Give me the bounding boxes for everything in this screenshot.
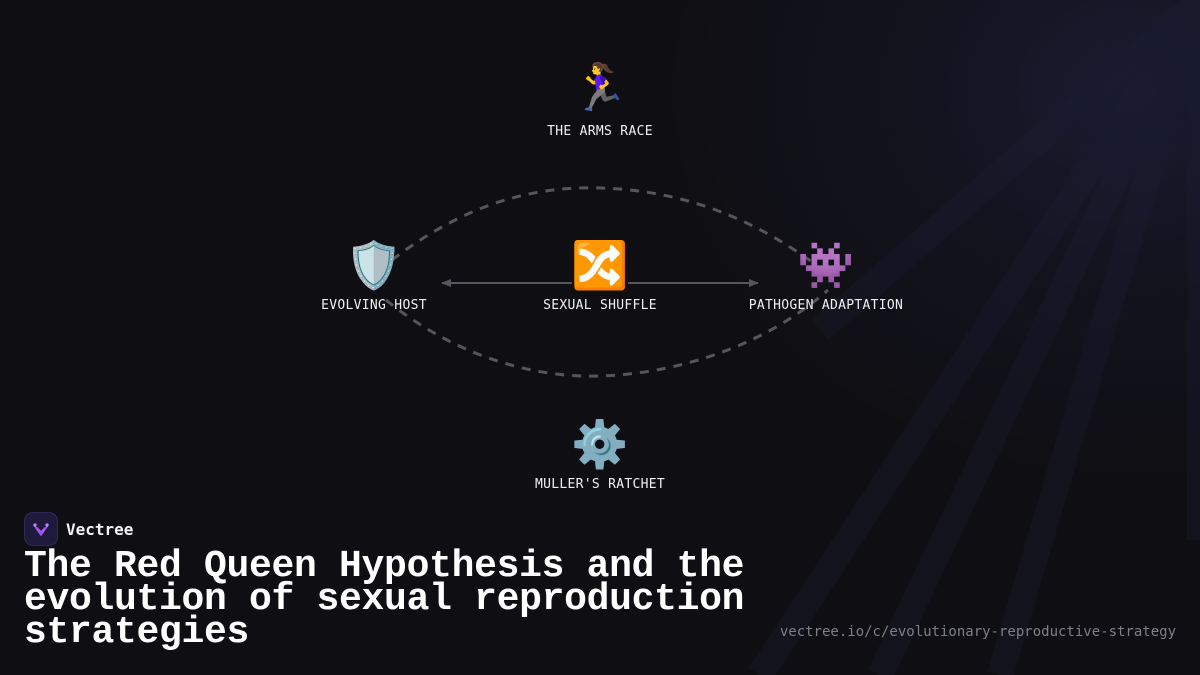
node-arms-race: 🏃‍♀️ THE ARMS RACE <box>480 58 720 139</box>
node-sexual-shuffle-label: SEXUAL SHUFFLE <box>543 298 657 313</box>
vectree-logo-icon <box>24 512 58 546</box>
source-url: vectree.io/c/evolutionary-reproductive-s… <box>779 624 1176 640</box>
alien-monster-icon: 👾 <box>797 238 855 292</box>
brand-name: Vectree <box>66 519 134 539</box>
shield-icon: 🛡️ <box>345 238 403 292</box>
running-woman-icon: 🏃‍♀️ <box>571 60 629 114</box>
node-pathogen-adaptation: 👾 PATHOGEN ADAPTATION <box>706 236 946 313</box>
upper-dashed-arc <box>391 186 813 264</box>
node-mullers-ratchet: ⚙️ MULLER'S RATCHET <box>480 415 720 492</box>
node-arms-race-label: THE ARMS RACE <box>547 124 653 139</box>
node-mullers-ratchet-label: MULLER'S RATCHET <box>534 477 666 492</box>
gear-icon: ⚙️ <box>571 417 629 471</box>
shuffle-icon: 🔀 <box>571 238 629 292</box>
lower-dashed-arc <box>385 288 829 378</box>
brand: Vectree <box>24 512 133 546</box>
node-pathogen-adaptation-label: PATHOGEN ADAPTATION <box>748 298 904 313</box>
node-evolving-host-label: EVOLVING HOST <box>321 298 427 313</box>
node-evolving-host: 🛡️ EVOLVING HOST <box>254 236 494 313</box>
page-title: The Red Queen Hypothesis and the evoluti… <box>24 545 745 654</box>
node-sexual-shuffle: 🔀 SEXUAL SHUFFLE <box>480 236 720 313</box>
